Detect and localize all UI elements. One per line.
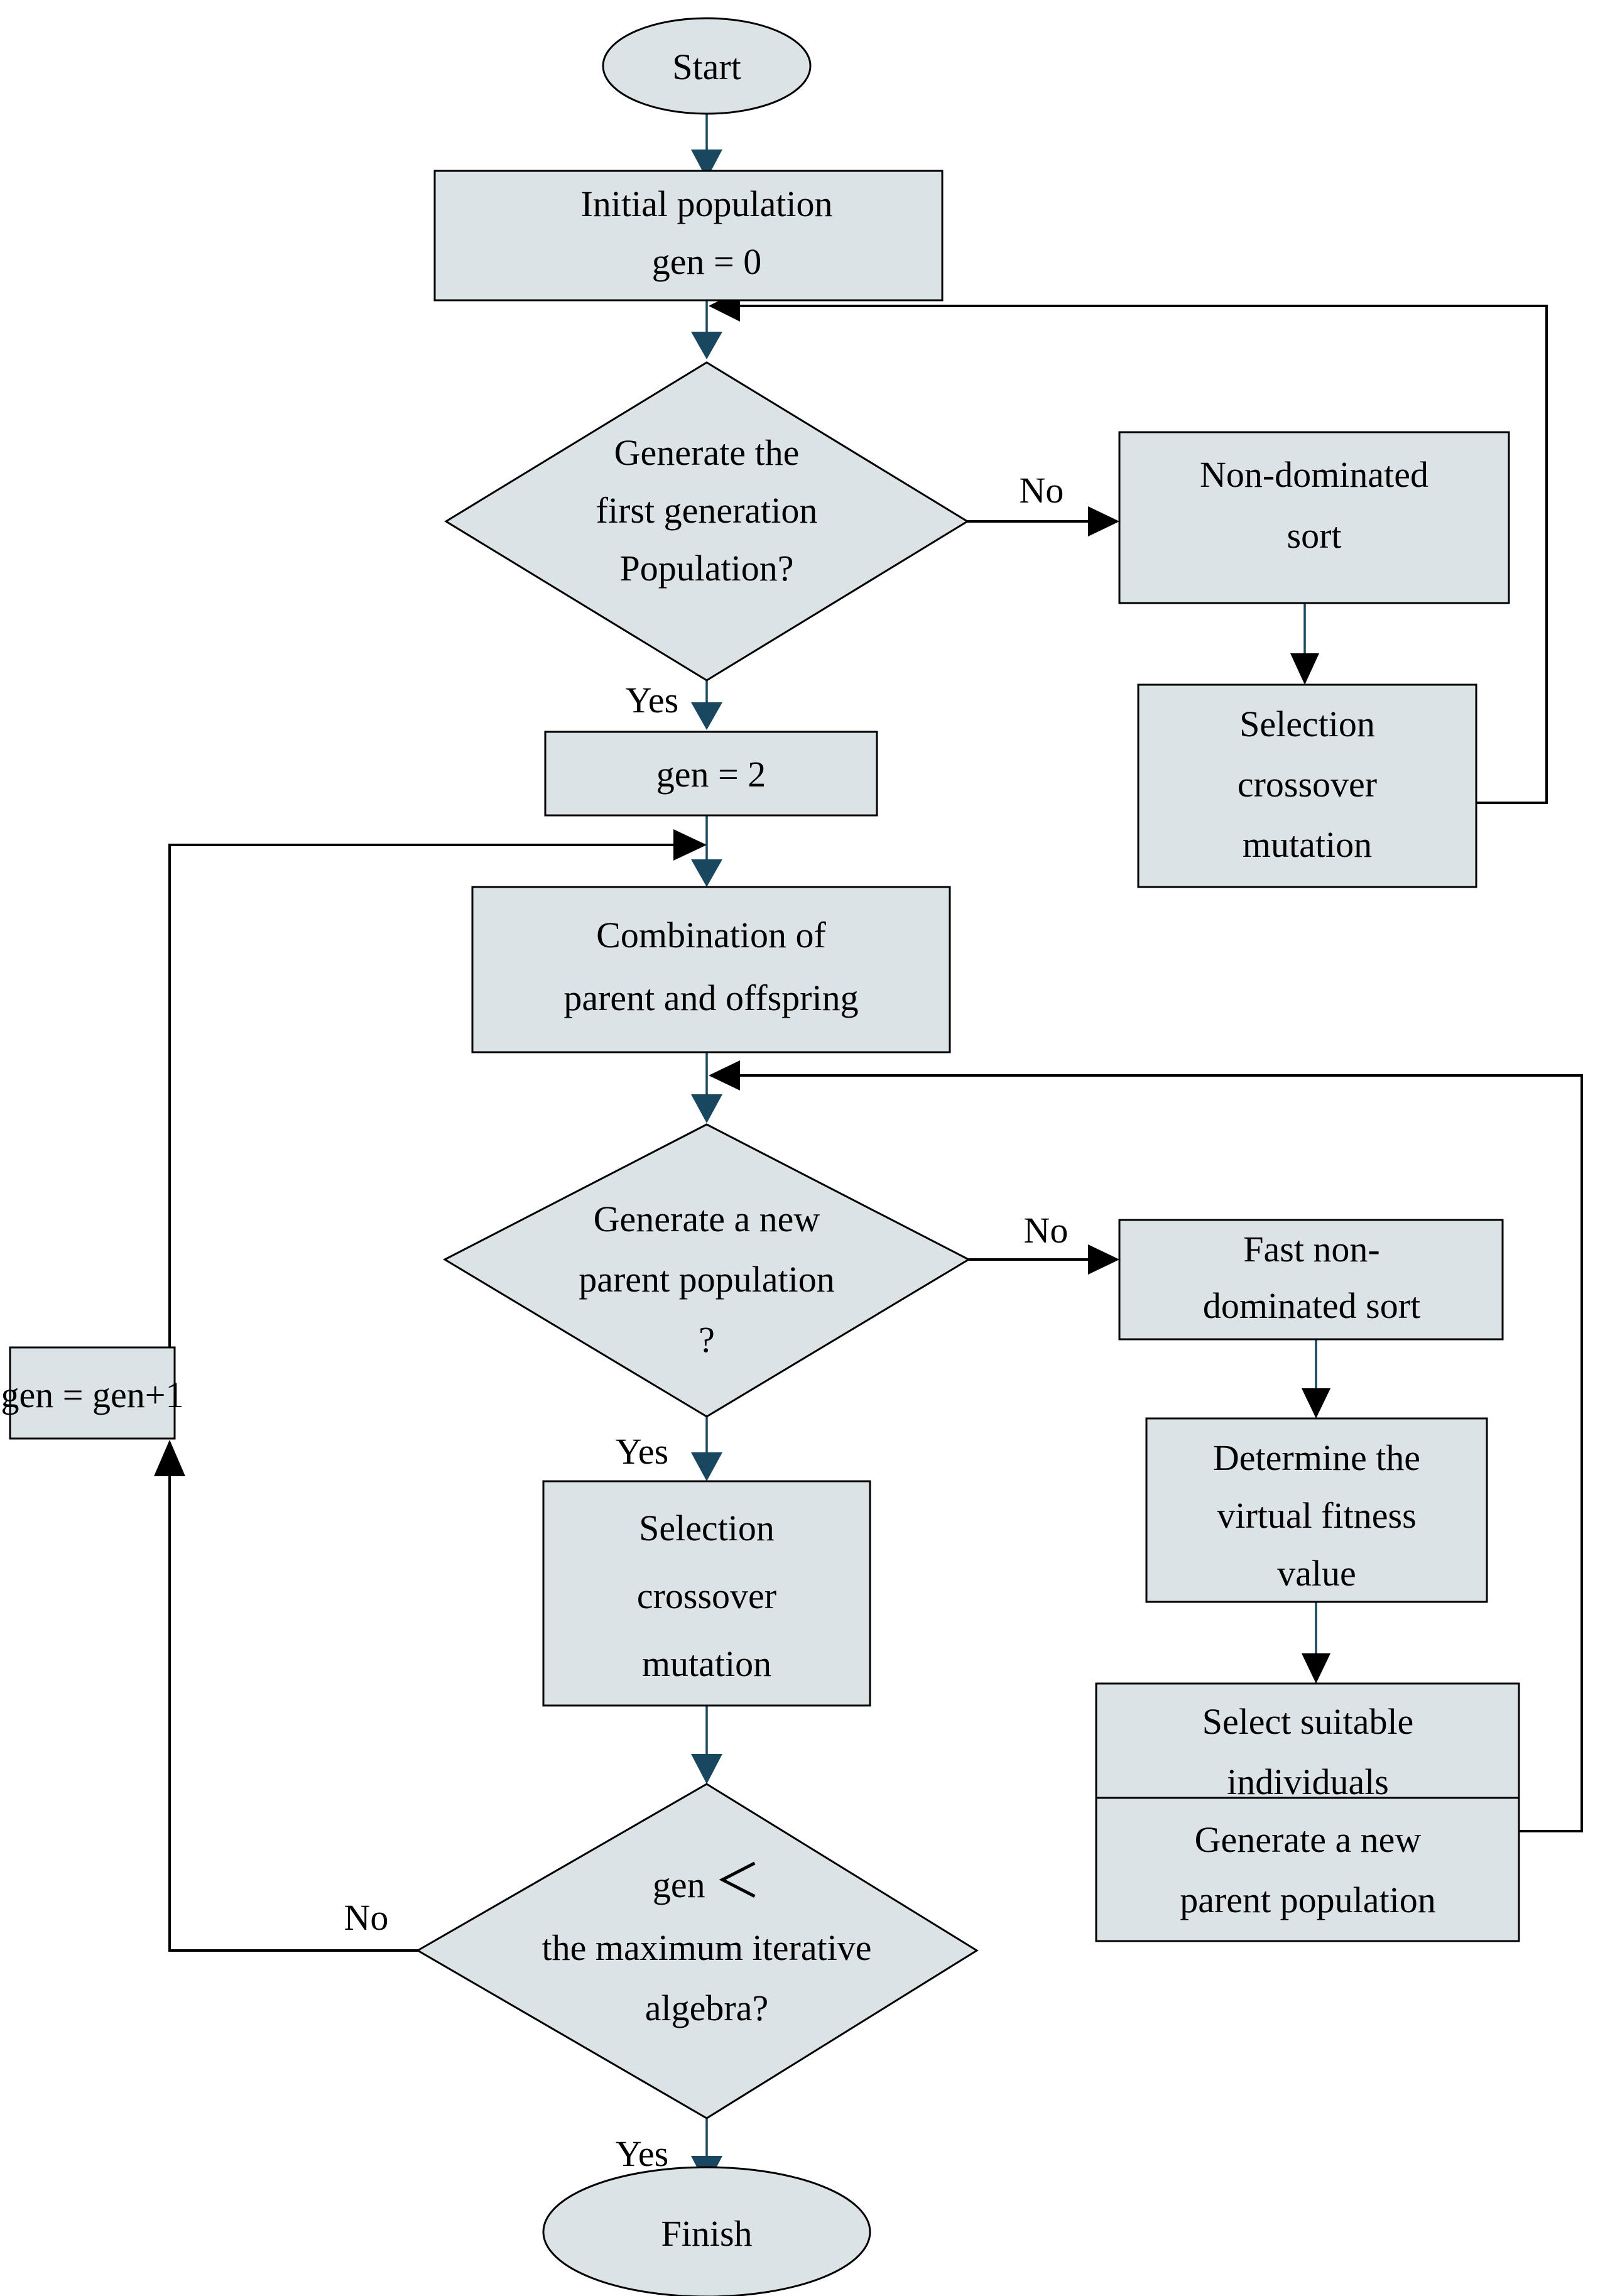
edge-label-no-3: No: [344, 1897, 389, 1938]
edge-gen2-to-combo: [691, 815, 722, 887]
node-gen-equals-2[interactable]: gen = 2: [544, 731, 878, 817]
node-combination-parent-offspring[interactable]: Combination of parent and offspring: [471, 886, 951, 1053]
edge-init-to-d1: [691, 300, 722, 359]
node-fitness-line2: virtual fitness: [1217, 1495, 1416, 1536]
node-genparent-line1: Generate a new: [1195, 1819, 1422, 1860]
node-scm1-line1: Selection: [1239, 704, 1375, 744]
node-decision-first-generation-line2: first generation: [596, 490, 818, 531]
node-gen-increment-label: gen = gen+1: [1, 1374, 184, 1415]
node-combination-line1: Combination of: [596, 915, 826, 955]
node-select-line1: Select suitable: [1202, 1701, 1414, 1742]
edge-d3-to-geninc: [154, 1440, 418, 1952]
edge-scm2-to-d3: [691, 1706, 722, 1784]
node-gen-increment[interactable]: gen = gen+1: [1, 1346, 184, 1440]
edge-nds-to-scm1: [1290, 603, 1319, 685]
node-decision3-line1: gen ＜: [653, 1856, 761, 1908]
edge-label-yes-1: Yes: [626, 680, 678, 721]
node-fitness-line1: Determine the: [1213, 1437, 1420, 1478]
node-decision2-line1: Generate a new: [594, 1199, 820, 1239]
node-fnds-line1: Fast non-: [1243, 1229, 1380, 1270]
node-initial-population[interactable]: Initial population gen = 0: [433, 170, 944, 302]
edge-label-no-2: No: [1024, 1210, 1069, 1251]
node-decision2-line3: ?: [699, 1319, 715, 1360]
node-selection-crossover-mutation-1[interactable]: Selection crossover mutation: [1137, 683, 1477, 888]
edge-label-no-1: No: [1020, 470, 1064, 511]
node-fnds-line2: dominated sort: [1203, 1285, 1420, 1326]
node-decision3-line3: algebra?: [645, 1988, 768, 2028]
edge-geninc-to-combo-feedback: [168, 829, 707, 1439]
node-scm2-line2: crossover: [637, 1575, 776, 1616]
node-initial-population-line1: Initial population: [580, 183, 832, 224]
node-decision3-line2: the maximum iterative: [541, 1927, 871, 1968]
node-fitness-line3: value: [1277, 1553, 1356, 1594]
node-decision-first-generation-line1: Generate the: [614, 432, 800, 473]
node-finish[interactable]: Finish: [542, 2166, 871, 2296]
node-initial-population-line2: gen = 0: [652, 241, 761, 282]
edge-fnds-to-fitness: [1302, 1339, 1330, 1418]
node-scm1-line3: mutation: [1243, 824, 1372, 865]
node-non-dominated-sort-line2: sort: [1287, 515, 1342, 556]
node-non-dominated-sort-line1: Non-dominated: [1200, 454, 1428, 495]
node-finish-label: Finish: [661, 2213, 752, 2254]
edge-combo-to-d2: [691, 1052, 722, 1123]
node-start-label: Start: [672, 46, 741, 87]
node-select-line2: individuals: [1227, 1761, 1389, 1802]
edge-d1-to-nds: [967, 506, 1119, 536]
node-genparent-line2: parent population: [1180, 1880, 1436, 1920]
node-scm2-line3: mutation: [642, 1643, 771, 1684]
node-generate-new-parent-population[interactable]: Generate a new parent population: [1095, 1797, 1520, 1942]
edge-fitness-to-selectsuit: [1302, 1602, 1330, 1684]
edge-d2-to-scm2: [691, 1413, 722, 1481]
edge-d2-to-fnds: [969, 1244, 1119, 1275]
node-gen-equals-2-label: gen = 2: [656, 754, 766, 795]
node-scm2-line1: Selection: [639, 1508, 775, 1548]
edge-genparent-to-d2-feedback: [709, 1060, 1583, 1832]
node-combination-line2: parent and offspring: [563, 977, 858, 1018]
node-start[interactable]: Start: [602, 17, 812, 115]
node-selection-crossover-mutation-2[interactable]: Selection crossover mutation: [542, 1480, 871, 1707]
node-decision-generate-new-parent-population[interactable]: Generate a new parent population ?: [442, 1123, 971, 1418]
node-decision-first-generation-line3: Population?: [619, 548, 793, 589]
node-decision-first-generation[interactable]: Generate the first generation Population…: [444, 361, 969, 682]
node-non-dominated-sort[interactable]: Non-dominated sort: [1118, 431, 1510, 604]
edge-d1-to-gen2: [691, 677, 722, 730]
node-scm1-line2: crossover: [1238, 764, 1377, 805]
node-fast-non-dominated-sort[interactable]: Fast non- dominated sort: [1118, 1219, 1504, 1341]
edge-label-yes-2: Yes: [616, 1431, 668, 1472]
edge-label-yes-3: Yes: [616, 2133, 668, 2174]
edge-start-to-init: [691, 113, 722, 179]
node-determine-virtual-fitness-value[interactable]: Determine the virtual fitness value: [1145, 1417, 1488, 1603]
node-decision2-line2: parent population: [579, 1259, 835, 1300]
node-decision-gen-less-than-max[interactable]: gen ＜ the maximum iterative algebra?: [416, 1783, 979, 2119]
